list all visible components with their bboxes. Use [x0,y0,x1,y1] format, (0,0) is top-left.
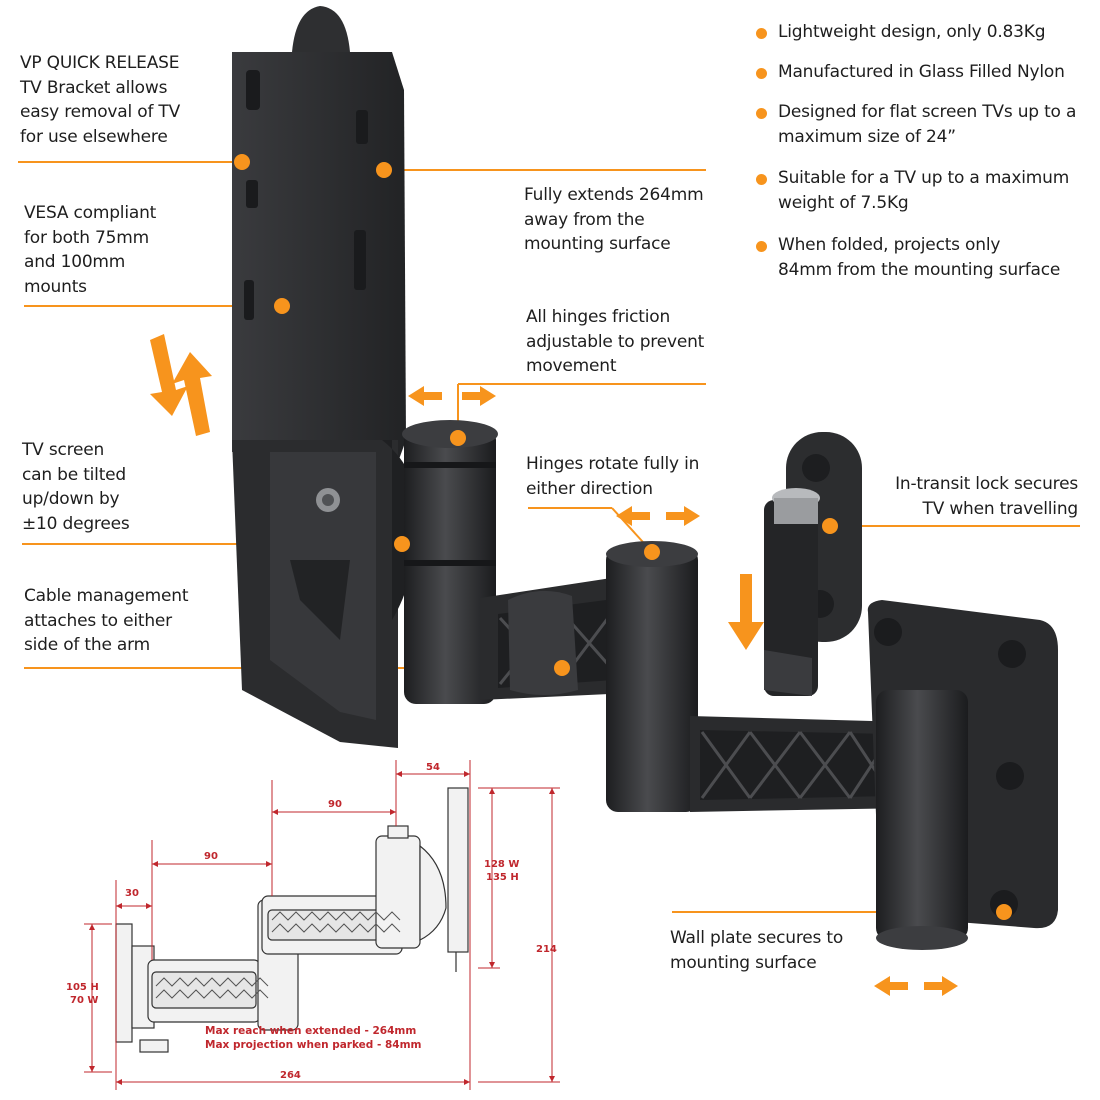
callout-vesa-compliant: VESA compliant for both 75mm and 100mm m… [24,203,157,297]
callout-fully-extends: Fully extends 264mm away from the mounti… [524,185,704,254]
callout-in-transit-lock: In-transit lock secures TV when travelli… [895,474,1078,519]
max-reach-note: Max reach when extended - 264mm [205,1025,416,1037]
dim-wall-height: 105 H [66,982,99,993]
dim-30: 30 [125,888,139,899]
dimension-lines [84,760,560,1090]
callout-wall-plate: Wall plate secures to mounting surface [670,928,844,973]
dim-264: 264 [280,1070,301,1081]
swing-arm [402,420,908,812]
dim-214: 214 [536,944,557,955]
callout-cable-management: Cable management attaches to either side… [24,586,189,655]
max-projection-note: Max projection when parked - 84mm [205,1039,422,1051]
wall-plate [867,600,1058,950]
dim-tv-width: 128 W [484,859,519,870]
dim-90-upper: 90 [328,799,342,810]
dim-wall-width: 70 W [70,995,98,1006]
callout-tilt: TV screen can be tilted up/down by ±10 d… [22,440,130,534]
tilt-arrows-icon [150,334,212,436]
drawing-hatching [155,911,401,999]
dim-54: 54 [426,762,440,773]
feature-max-weight: Suitable for a TV up to a maximum weight… [756,166,1069,216]
feature-weight: Lightweight design, only 0.83Kg [756,20,1046,45]
feature-material: Manufactured in Glass Filled Nylon [756,60,1065,85]
feature-screen-size: Designed for flat screen TVs up to a max… [756,100,1076,150]
callout-friction-hinges: All hinges friction adjustable to preven… [526,307,705,376]
dim-90-lower: 90 [204,851,218,862]
feature-folded-projection: When folded, projects only 84mm from the… [756,233,1060,283]
in-transit-lock [764,432,862,696]
technical-drawing [115,787,469,1053]
dimension-arrowheads [89,771,555,1085]
dim-tv-height: 135 H [486,872,519,883]
quick-release-plate [232,6,419,748]
callout-vp-quick-release: VP QUICK RELEASE TV Bracket allows easy … [20,53,181,147]
lock-down-arrow-icon [728,574,764,650]
callout-dots [234,154,1012,920]
callout-hinges-rotate: Hinges rotate fully in either direction [526,454,700,499]
rotate-arrows-icon [408,386,958,996]
